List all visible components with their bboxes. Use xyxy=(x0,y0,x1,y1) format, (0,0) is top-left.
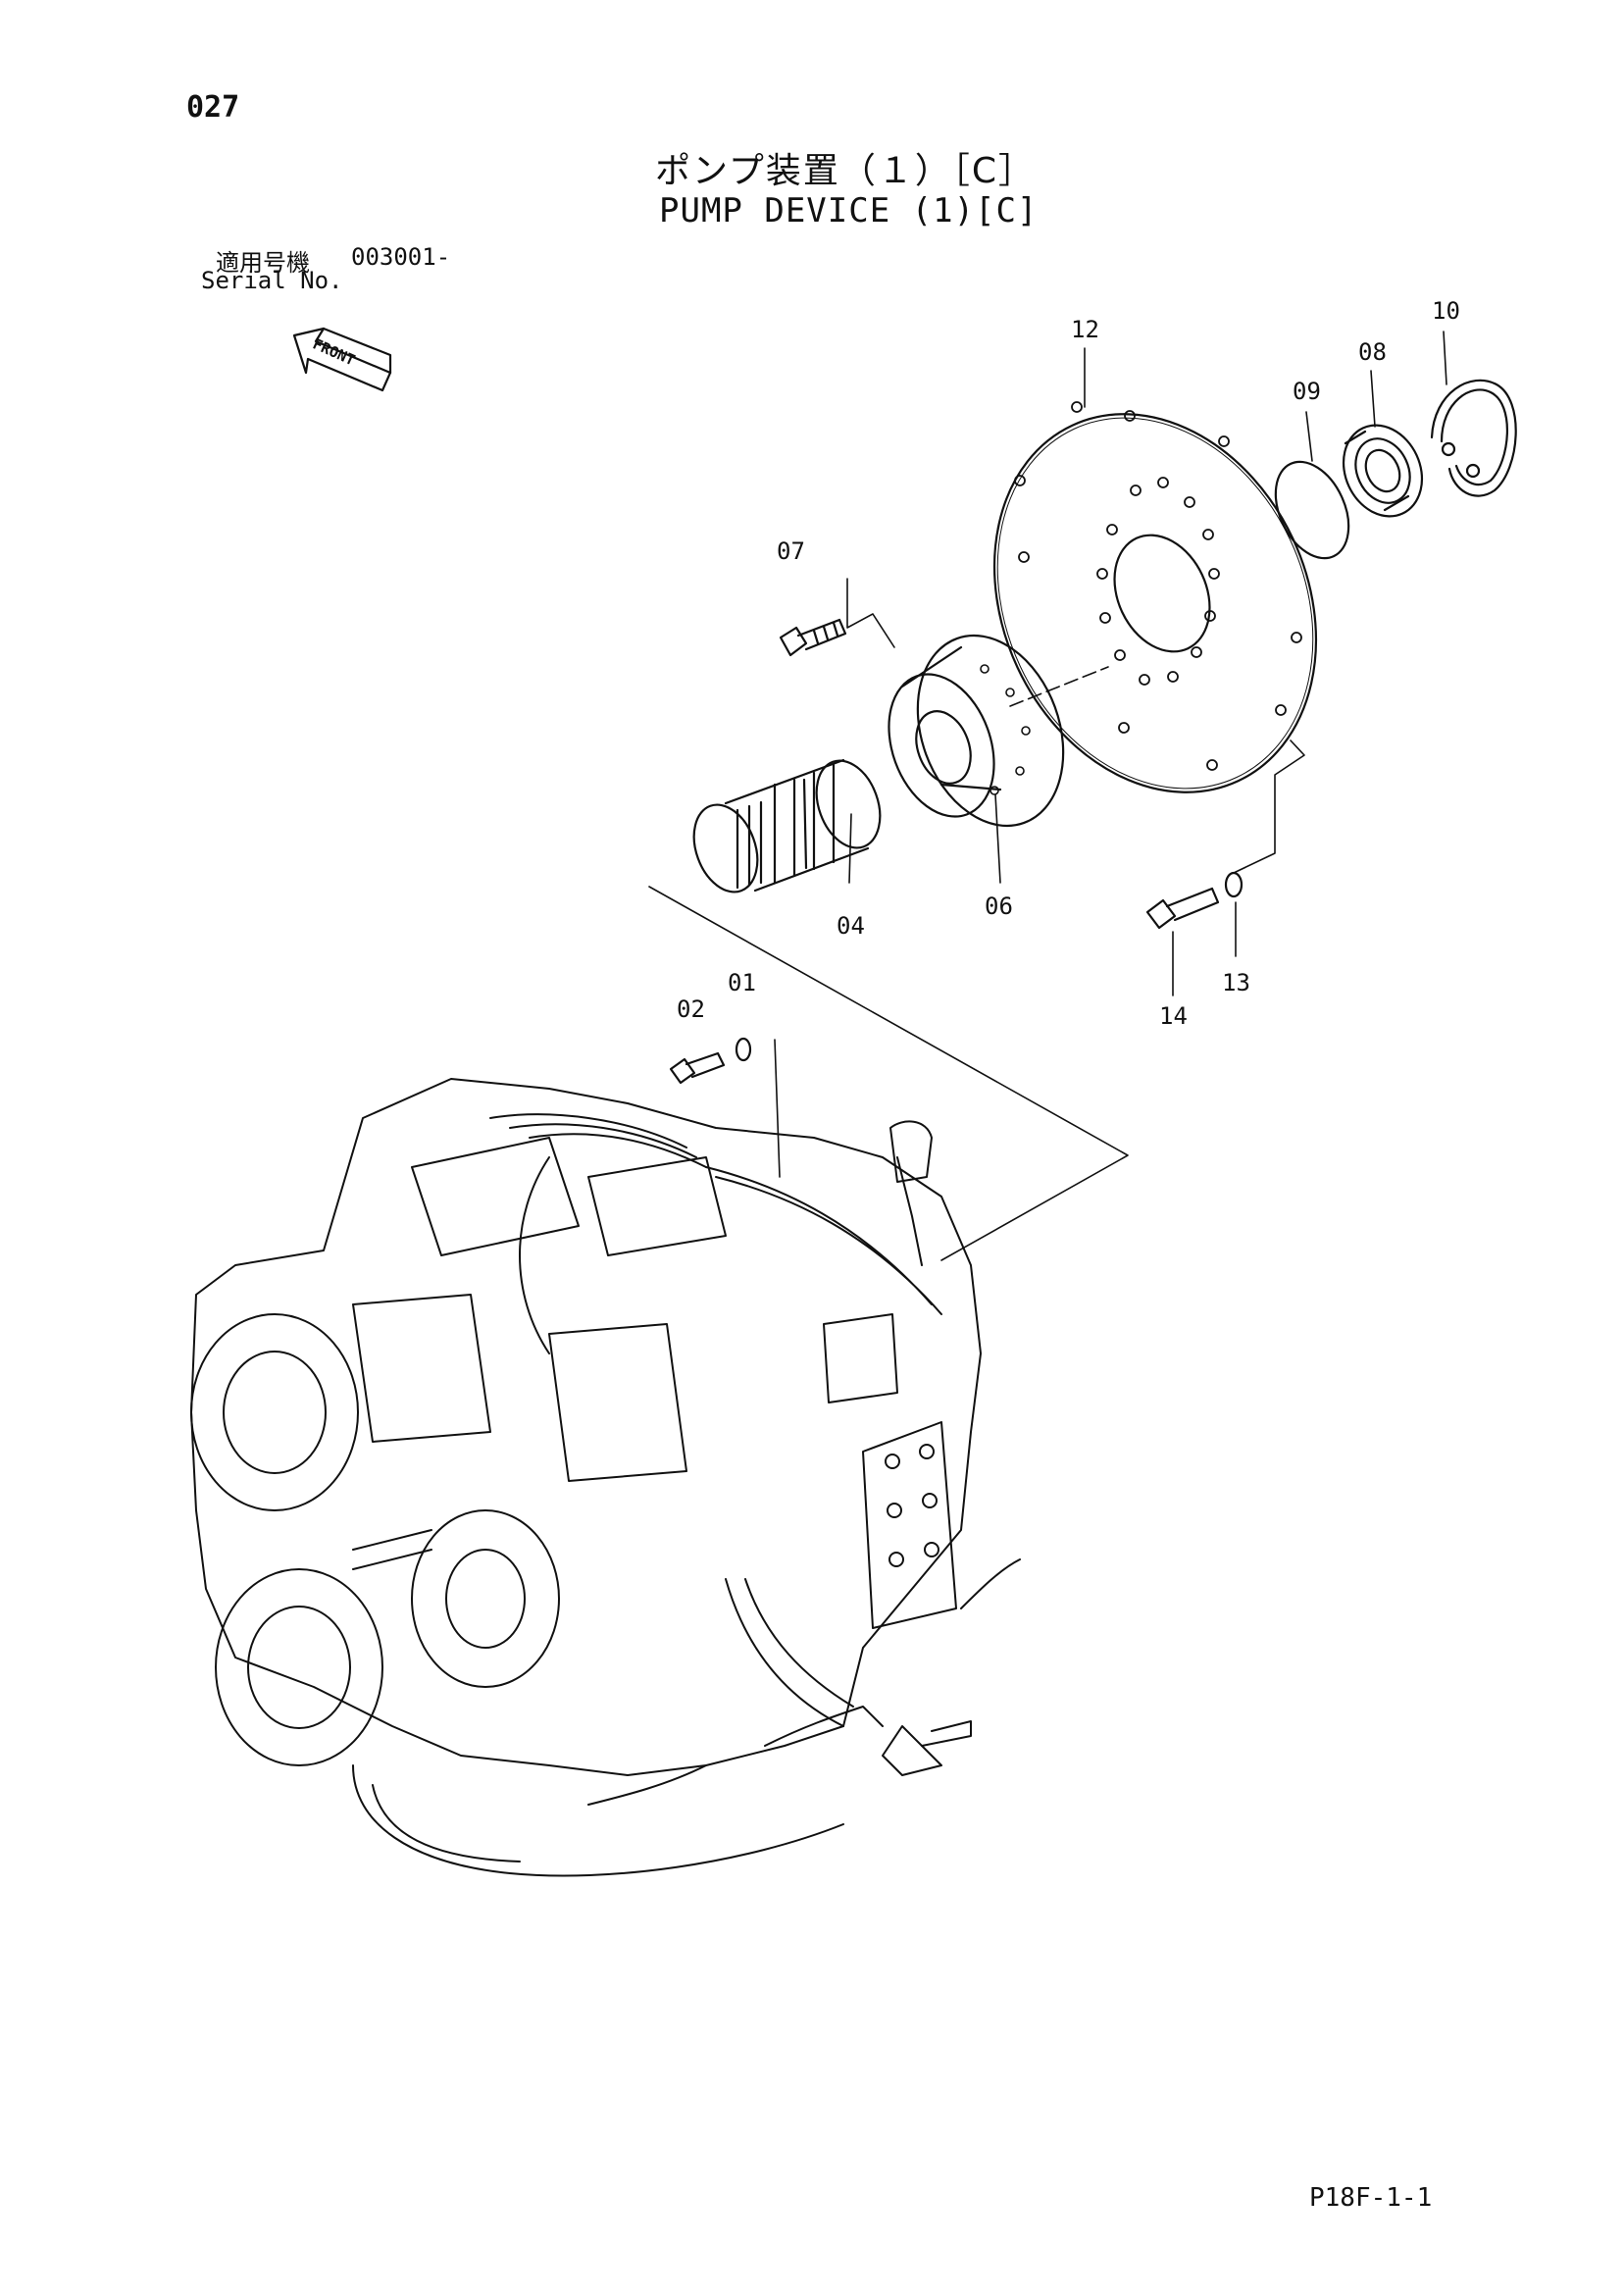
washer-part-13 xyxy=(1224,871,1243,898)
serial-number: 003001- xyxy=(351,243,451,271)
callout-08: 08 xyxy=(1358,338,1387,366)
callout-06: 06 xyxy=(985,893,1013,920)
bolt-part-14 xyxy=(1145,887,1220,930)
pump-assembly xyxy=(190,1078,1021,1877)
callout-09: 09 xyxy=(1293,378,1321,405)
callout-12: 12 xyxy=(1071,316,1099,343)
splined-shaft-part-04 xyxy=(692,758,882,893)
callout-04: 04 xyxy=(837,912,865,940)
bolt-part-07 xyxy=(779,618,847,657)
callout-01: 01 xyxy=(728,969,756,996)
callout-14: 14 xyxy=(1159,1002,1188,1030)
snap-ring-part-10 xyxy=(1430,379,1517,497)
callout-02: 02 xyxy=(677,995,705,1023)
callout-13: 13 xyxy=(1222,969,1250,996)
o-ring-part-09 xyxy=(1274,460,1350,560)
washer-part-01 xyxy=(735,1037,752,1062)
page-number: 027 xyxy=(186,90,240,125)
figure-code: P18F-1-1 xyxy=(1309,2183,1433,2213)
leader-lines xyxy=(648,331,1447,1261)
callout-10: 10 xyxy=(1432,297,1460,325)
coupling-hub-part-06 xyxy=(888,634,1065,828)
bearing-part-08 xyxy=(1342,424,1424,518)
serial-label-japanese: 適用号機 xyxy=(216,249,310,277)
front-arrow-icon xyxy=(292,327,392,392)
serial-label-english: Serial No. xyxy=(201,267,343,294)
callout-07: 07 xyxy=(777,537,805,565)
title-japanese: ポンプ装置（１）［C］ xyxy=(655,151,1037,191)
title-english: PUMP DEVICE (1)[C] xyxy=(659,191,1039,230)
bolt-part-02 xyxy=(669,1051,726,1085)
coupling-plate-part-12 xyxy=(992,401,1318,793)
